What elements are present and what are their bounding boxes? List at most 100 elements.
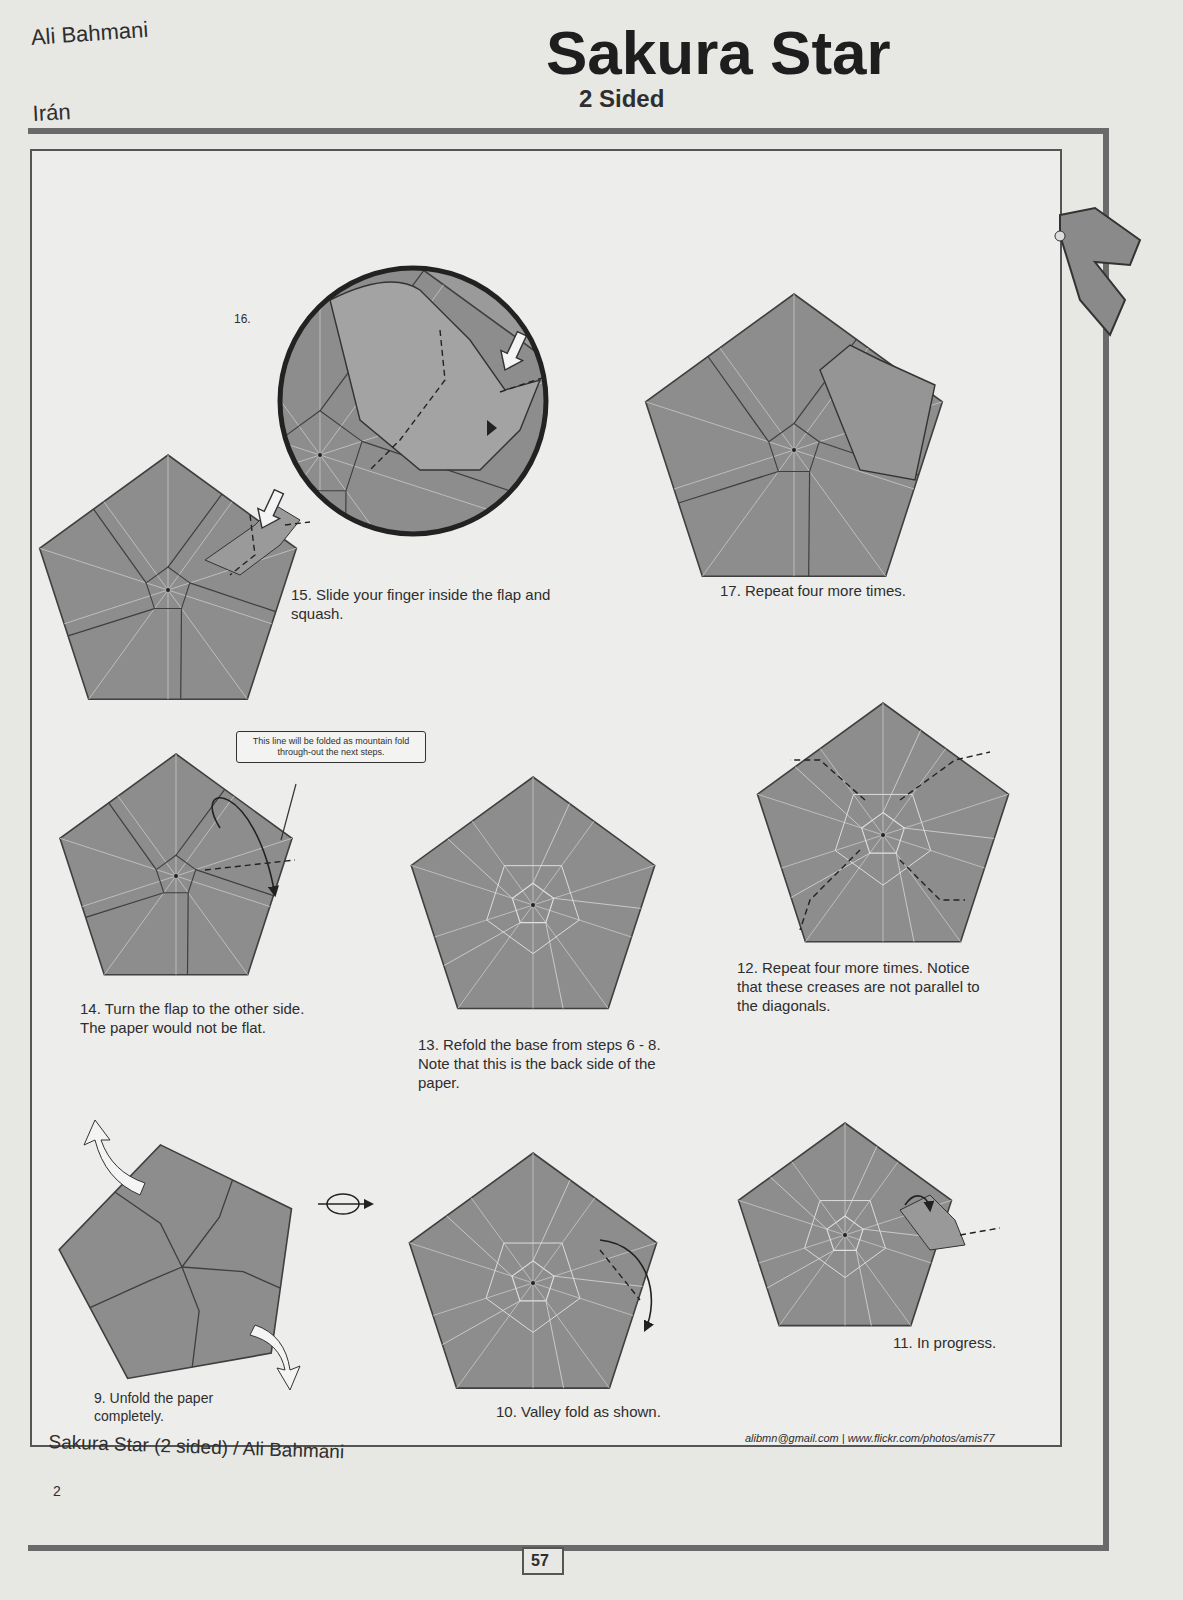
diagram-frame	[31, 150, 1061, 1446]
crease-line	[64, 590, 168, 624]
crease-line	[533, 1283, 534, 1388]
paper-pentagon	[411, 777, 654, 1009]
valley-fold-line	[285, 522, 310, 525]
fold-arrow	[905, 1196, 930, 1210]
page-number-box	[523, 1548, 563, 1574]
turn-over-symbol	[318, 1194, 372, 1214]
unfold-arrow	[250, 1325, 300, 1390]
crease-line	[738, 1200, 845, 1235]
crease-line	[176, 754, 177, 876]
crease-line	[448, 839, 513, 898]
crease-line	[104, 876, 176, 975]
center-pentagon	[512, 883, 553, 922]
crease-line	[883, 730, 921, 812]
crease-line	[791, 853, 870, 897]
crease-line	[472, 821, 533, 905]
valley-fold-line	[600, 1250, 640, 1300]
crease-line	[533, 1153, 534, 1283]
crease-line	[554, 898, 641, 908]
crease-line	[320, 195, 321, 455]
crease-line	[759, 1235, 845, 1263]
center-pentagon	[827, 1216, 863, 1250]
crease-line	[533, 804, 570, 884]
crease-line	[883, 703, 884, 835]
pinwheel-edge	[182, 1180, 233, 1267]
step-10-figure	[409, 1153, 656, 1388]
sheet-number: 2	[53, 1483, 61, 1501]
crease-line	[196, 285, 320, 455]
crease-line	[845, 1123, 846, 1235]
center-dot	[174, 874, 178, 878]
crease-line	[168, 502, 232, 590]
fold-edge	[68, 609, 154, 636]
crease-pentagon	[805, 1201, 886, 1278]
crease-line	[904, 828, 994, 838]
crease-line	[533, 1283, 609, 1388]
crease-pentagon	[835, 794, 930, 885]
center-dot	[166, 588, 170, 592]
valley-fold-line	[900, 752, 990, 800]
step-caption: 17. Repeat four more times.	[720, 582, 920, 601]
crease-line	[845, 1235, 911, 1326]
crease-line	[554, 1276, 642, 1286]
crease-line	[896, 853, 914, 942]
crease-line	[805, 835, 883, 942]
paper-pentagon	[40, 455, 297, 699]
crease-line	[757, 794, 883, 835]
crease-line	[60, 838, 176, 876]
crease-line	[767, 1250, 834, 1288]
crease-line	[795, 767, 862, 828]
pinwheel-edge	[182, 1267, 280, 1288]
center-pentagon	[862, 813, 905, 854]
push-arrow	[251, 487, 290, 533]
fold-edge	[86, 893, 164, 918]
crease-line	[781, 835, 883, 868]
step-9-figure	[59, 1120, 300, 1390]
step-11-figure	[738, 1123, 1000, 1326]
paper-pentagon	[73, 195, 568, 665]
step-15-figure	[40, 455, 310, 699]
step-caption: 11. In progress.	[893, 1334, 1043, 1353]
push-arrow-shape	[251, 487, 290, 533]
step-caption: 10. Valley fold as shown.	[496, 1403, 696, 1422]
pinwheel-edge	[90, 1267, 182, 1308]
crease-line	[820, 749, 883, 835]
crease-line	[320, 455, 473, 665]
crease-line	[120, 455, 320, 520]
step-number: 16.	[234, 312, 251, 327]
valley-fold-line	[800, 850, 860, 930]
crease-line	[168, 590, 169, 699]
crease-line	[546, 1301, 564, 1388]
author-name: Ali Bahmani	[30, 16, 149, 52]
center-dot	[881, 833, 885, 837]
fold-arrow	[212, 798, 275, 895]
crease-line	[411, 865, 533, 905]
crease-line	[546, 923, 563, 1009]
paper-pentagon	[409, 1153, 656, 1388]
fold-edge	[180, 609, 182, 700]
crease-line	[40, 548, 168, 590]
crease-line	[770, 1177, 826, 1229]
callout-text: This line will be folded as mountain fol…	[243, 736, 419, 758]
squashed-flap	[820, 345, 935, 480]
fold-edge	[808, 471, 810, 576]
crease-line	[176, 838, 292, 876]
bird-ornament	[1060, 208, 1140, 335]
crease-line	[856, 1250, 871, 1325]
subtitle: 2 Sided	[579, 84, 664, 114]
detail-circle	[280, 268, 546, 534]
crease-line	[168, 455, 169, 590]
paper-pentagon	[59, 1145, 291, 1379]
center-dot	[792, 448, 796, 452]
crease-line	[533, 1180, 570, 1261]
crease-line	[444, 923, 520, 966]
crease-line	[435, 905, 533, 937]
fold-edge	[190, 583, 276, 612]
fold-edge	[196, 870, 274, 896]
crease-line	[794, 294, 795, 450]
crease-line	[176, 796, 234, 876]
step-13-figure	[411, 777, 654, 1009]
step-12-figure	[757, 703, 1008, 942]
